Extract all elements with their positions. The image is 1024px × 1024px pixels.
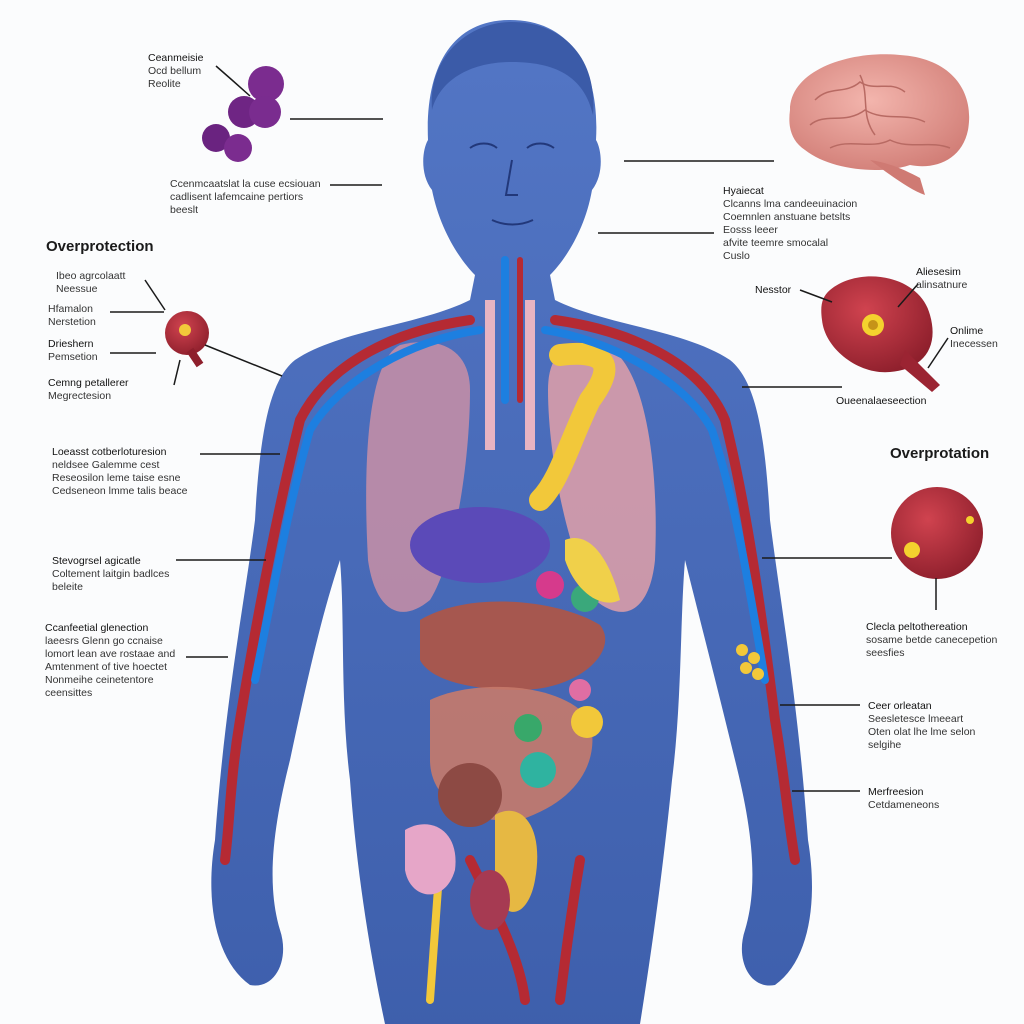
label-right-4: Onlime Inecessen <box>950 325 998 351</box>
label-line: Reolite <box>148 78 181 90</box>
label-line: Ccenmcaatslat la cuse ecsiouan <box>170 178 321 190</box>
label-line: Clecla peltothereation <box>866 621 968 633</box>
label-line: Neessue <box>56 283 98 295</box>
label-line: selgihe <box>868 739 902 751</box>
gland-cluster <box>736 644 764 680</box>
label-line: Cedseneon lmme talis beace <box>52 485 188 497</box>
label-line: Clcanns lma candeeuinacion <box>723 198 858 210</box>
label-cells-desc: Ccenmcaatslat la cuse ecsiouan cadlisent… <box>170 178 321 217</box>
label-right-5: Oueenalaeseection <box>836 395 927 408</box>
label-left-5: Loeasst cotberloturesion neldsee Galemme… <box>52 446 187 498</box>
label-line: cadlisent lafemcaine pertiors <box>170 191 304 203</box>
label-line: Coemnlen anstuane betslts <box>723 211 851 223</box>
label-left-6: Stevogrsel agicatle Coltement laitgin ba… <box>52 555 169 594</box>
label-line: Ccanfeetial glenection <box>45 622 149 634</box>
label-left-4: Cemng petallerer Megrectesion <box>48 377 129 403</box>
label-line: beeslt <box>170 204 199 216</box>
trachea <box>485 300 535 450</box>
label-left-7: Ccanfeetial glenection laeesrs Glenn go … <box>45 622 175 700</box>
label-line: Nesstor <box>755 284 792 296</box>
label-line: Hfamalon <box>48 303 93 315</box>
bladder-organ-icon <box>891 487 983 579</box>
label-line: Aliesesim <box>916 266 961 278</box>
label-line: Onlime <box>950 325 984 337</box>
label-line: Pemsetion <box>48 351 98 363</box>
label-line: Stevogrsel agicatle <box>52 555 141 567</box>
bladder <box>405 824 456 895</box>
leader-lines <box>110 65 949 792</box>
aorta <box>529 342 616 511</box>
heart-organ-icon <box>821 276 940 392</box>
label-line: afvite teemre smocalal <box>723 237 829 249</box>
label-line: Cetdameneons <box>868 799 940 811</box>
label-line: sosame betde canecepetion <box>866 634 998 646</box>
label-line: Nonmeihe ceinetentore <box>45 674 154 686</box>
label-right-1: Hyaiecat Clcanns lma candeeuinacion Coem… <box>723 185 857 263</box>
label-line: seesfies <box>866 647 905 659</box>
label-line: lomort lean ave rostaae and <box>45 648 176 660</box>
liver <box>420 601 606 690</box>
label-line: Ocd bellum <box>148 65 202 77</box>
label-line: alinsatnure <box>916 279 968 291</box>
cell-cluster-icon <box>202 66 284 162</box>
label-line: Hyaiecat <box>723 185 764 197</box>
heading-right: Overprotation <box>890 445 990 462</box>
label-line: ceensittes <box>45 687 93 699</box>
label-line: Cuslo <box>723 250 750 262</box>
label-line: Merfreesion <box>868 786 924 798</box>
label-left-3: Drieshern Pemsetion <box>48 338 98 364</box>
label-line: laeesrs Glenn go ccnaise <box>45 635 163 647</box>
label-line: Reseosilon leme taise esne <box>52 472 181 484</box>
label-line: Ibeo agrcolaatt <box>56 270 126 282</box>
brain-icon <box>789 54 970 195</box>
label-line: Eosss leeer <box>723 224 778 236</box>
label-cells: Ceanmeisie Ocd bellum Reolite <box>148 52 203 91</box>
label-line: Oten olat lhe lme selon <box>868 726 976 738</box>
label-right-7: Ceer orleatan Seesletesce lmeeart Oten o… <box>868 700 975 752</box>
label-line: Cemng petallerer <box>48 377 129 389</box>
label-right-6: Clecla peltothereation sosame betde cane… <box>866 621 997 660</box>
label-line: Coltement laitgin badlces <box>52 568 170 580</box>
stomach <box>410 507 550 583</box>
label-line: Loeasst cotberloturesion <box>52 446 167 458</box>
label-line: Oueenalaeseection <box>836 395 927 407</box>
label-line: Amtenment of tive hoectet <box>45 661 167 673</box>
label-left-2: Hfamalon Nerstetion <box>48 303 96 329</box>
label-line: Nerstetion <box>48 316 96 328</box>
label-line: Seesletesce lmeeart <box>868 713 964 725</box>
label-right-3: Aliesesim alinsatnure <box>916 266 967 292</box>
label-line: Megrectesion <box>48 390 112 402</box>
label-line: Drieshern <box>48 338 94 350</box>
face <box>469 142 555 226</box>
label-right-8: Merfreesion Cetdameneons <box>868 786 939 812</box>
label-line: beleite <box>52 581 83 593</box>
small-organ-icon <box>165 311 209 368</box>
label-left-1: Ibeo agrcolaatt Neessue <box>56 270 125 296</box>
heading-left: Overprotection <box>46 238 154 255</box>
label-line: Ceanmeisie <box>148 52 204 64</box>
label-line: Ceer orleatan <box>868 700 932 712</box>
label-line: Inecessen <box>950 338 998 350</box>
label-line: neldsee Galemme cest <box>52 459 160 471</box>
label-right-2: Nesstor <box>755 284 791 297</box>
